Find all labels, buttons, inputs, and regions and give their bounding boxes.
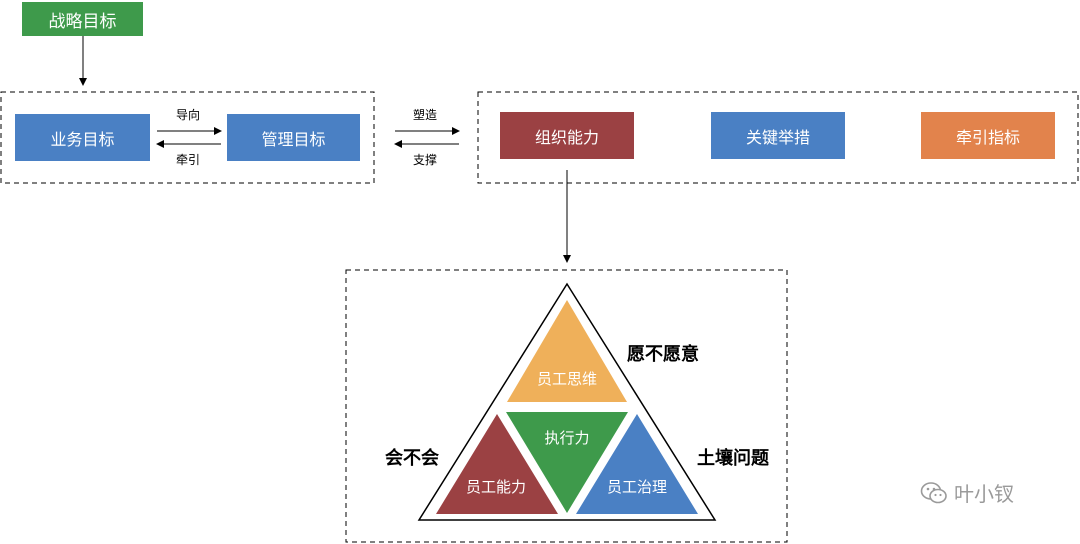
arrow-traction-label: 牵引: [176, 153, 201, 167]
business-goal-label: 业务目标: [50, 129, 115, 149]
management-goal-box: 管理目标: [227, 114, 360, 161]
triangle-top-segment: [507, 300, 627, 402]
watermark-text: 叶小钗: [954, 482, 1014, 506]
ability-label: 会不会: [385, 448, 439, 469]
org-capability-box: 组织能力: [500, 112, 634, 159]
triangle-left-label: 员工能力: [466, 478, 526, 496]
left-group-frame: [0, 91, 375, 184]
arrow-support-label: 支撑: [413, 153, 438, 167]
management-goal-label: 管理目标: [261, 129, 326, 149]
willingness-label: 愿不愿意: [627, 344, 699, 365]
triangle-left-segment: [436, 414, 558, 514]
key-measures-label: 关键举措: [745, 127, 810, 147]
triangle-top-label: 员工思维: [537, 370, 597, 388]
arrow-guide-label: 导向: [176, 108, 201, 122]
strategy-goal-box: 战略目标: [22, 2, 143, 36]
triangle-right-segment: [576, 414, 698, 514]
triangle-center-segment: [506, 412, 628, 513]
traction-index-label: 牵引指标: [955, 127, 1020, 147]
org-capability-label: 组织能力: [534, 127, 599, 147]
business-goal-box: 业务目标: [15, 114, 150, 161]
strategy-goal-label: 战略目标: [48, 11, 117, 32]
traction-index-box: 牵引指标: [921, 112, 1055, 159]
triangle-center-label: 执行力: [544, 429, 589, 447]
wechat-icon: [920, 481, 947, 503]
watermark: 叶小钗: [920, 478, 1014, 507]
triangle-right-label: 员工治理: [607, 478, 667, 496]
environment-label: 土壤问题: [697, 448, 769, 469]
arrow-shape-label: 塑造: [413, 108, 438, 122]
key-measures-box: 关键举措: [711, 112, 845, 159]
right-group-frame: [477, 91, 1079, 184]
outer-triangle: [417, 282, 717, 521]
triangle-group-frame: [345, 269, 788, 543]
